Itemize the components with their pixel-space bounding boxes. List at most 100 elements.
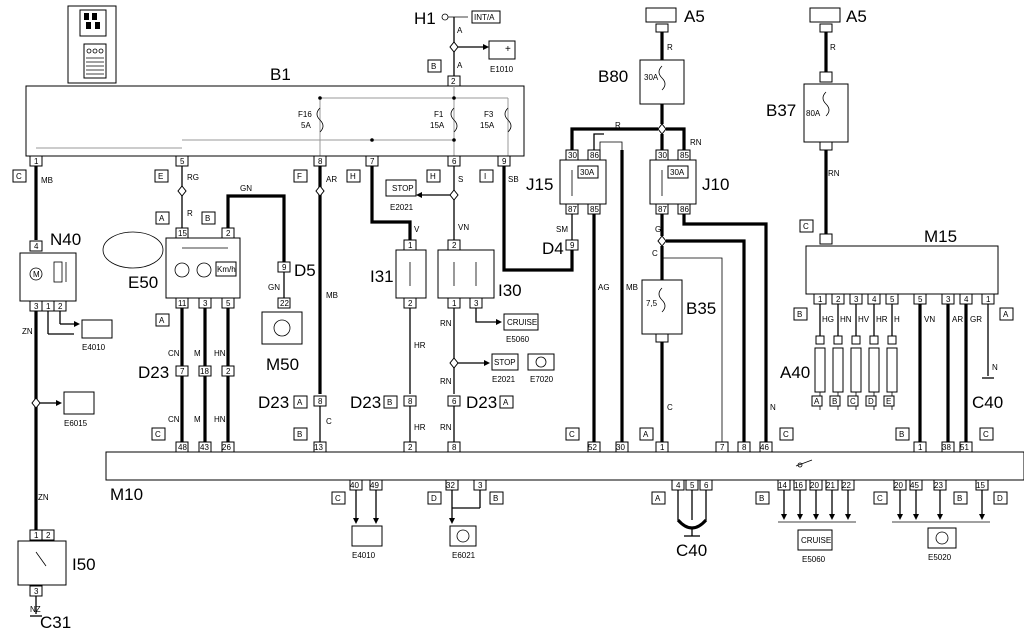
svg-text:RN: RN	[690, 138, 702, 147]
svg-text:5A: 5A	[301, 121, 311, 130]
svg-text:38: 38	[942, 443, 951, 452]
label-M10: M10	[110, 485, 143, 504]
svg-text:C: C	[652, 249, 658, 258]
svg-text:15: 15	[178, 229, 187, 238]
svg-text:R: R	[667, 43, 673, 52]
svg-text:30: 30	[658, 151, 667, 160]
svg-text:13: 13	[314, 443, 323, 452]
fuse-box-B1	[25, 85, 525, 157]
svg-text:C: C	[877, 494, 883, 503]
svg-text:9: 9	[570, 241, 575, 250]
svg-text:AR: AR	[952, 315, 963, 324]
svg-text:2: 2	[226, 367, 231, 376]
svg-text:30: 30	[616, 443, 625, 452]
H1-tag: INT/A	[474, 13, 495, 22]
svg-text:A: A	[159, 214, 165, 223]
svg-text:RN: RN	[440, 319, 452, 328]
svg-text:49: 49	[370, 481, 379, 490]
svg-text:A: A	[643, 430, 649, 439]
svg-text:2: 2	[836, 295, 841, 304]
svg-text:5: 5	[690, 481, 695, 490]
M15-pins: 1 2 3 4 5 5 3 4 1	[813, 293, 995, 305]
svg-text:85: 85	[680, 151, 689, 160]
fuse-F3	[504, 107, 512, 133]
svg-text:B: B	[899, 430, 904, 439]
svg-text:2: 2	[58, 302, 63, 311]
svg-text:1: 1	[452, 299, 457, 308]
svg-text:6: 6	[704, 481, 709, 490]
switch-I30	[437, 249, 495, 299]
svg-text:1: 1	[918, 443, 923, 452]
svg-text:E5020: E5020	[928, 553, 952, 562]
label-B1: B1	[270, 65, 291, 84]
svg-text:H: H	[894, 315, 900, 324]
svg-text:5: 5	[918, 295, 923, 304]
label-J15: J15	[526, 175, 553, 194]
svg-text:AR: AR	[326, 175, 337, 184]
svg-text:4: 4	[872, 295, 877, 304]
gauge-icon	[81, 319, 113, 339]
svg-text:15: 15	[976, 481, 985, 490]
svg-text:46: 46	[760, 443, 769, 452]
svg-text:2: 2	[46, 531, 51, 540]
svg-text:A: A	[814, 397, 820, 406]
cluster-thumbnail	[102, 231, 164, 269]
svg-text:HN: HN	[840, 315, 852, 324]
svg-text:F1: F1	[434, 110, 444, 119]
svg-text:MB: MB	[626, 283, 638, 292]
cruise-bus	[778, 490, 856, 523]
svg-text:C: C	[335, 494, 341, 503]
svg-text:1: 1	[660, 443, 665, 452]
svg-text:3: 3	[946, 295, 951, 304]
svg-text:23: 23	[934, 481, 943, 490]
svg-text:ZN: ZN	[38, 493, 49, 502]
svg-text:B: B	[493, 494, 498, 503]
svg-text:7: 7	[370, 157, 375, 166]
svg-text:B: B	[431, 62, 436, 71]
label-D23-b: D23	[258, 393, 289, 412]
svg-text:A: A	[1003, 310, 1009, 319]
svg-text:30: 30	[568, 151, 577, 160]
svg-text:I: I	[484, 172, 486, 181]
label-D23-d: D23	[466, 393, 497, 412]
svg-text:3: 3	[474, 299, 479, 308]
svg-text:N: N	[770, 403, 776, 412]
svg-text:85: 85	[590, 205, 599, 214]
svg-text:C: C	[850, 397, 856, 406]
svg-text:A: A	[457, 26, 463, 35]
svg-text:3: 3	[854, 295, 859, 304]
svg-text:9: 9	[502, 157, 507, 166]
label-C40-b: C40	[676, 541, 707, 560]
svg-text:7: 7	[180, 367, 185, 376]
svg-text:21: 21	[826, 481, 835, 490]
battery-plus-icon	[488, 40, 516, 60]
svg-text:80A: 80A	[806, 109, 821, 118]
svg-text:45: 45	[910, 481, 919, 490]
svg-text:5: 5	[180, 157, 185, 166]
svg-text:E: E	[158, 172, 163, 181]
svg-text:R: R	[615, 121, 621, 130]
label-I30: I30	[498, 281, 522, 300]
svg-text:C: C	[326, 417, 332, 426]
key-icon	[441, 13, 468, 21]
svg-text:N: N	[992, 363, 998, 372]
svg-text:C: C	[667, 403, 673, 412]
svg-text:4: 4	[34, 242, 39, 251]
brake-icon	[527, 353, 555, 371]
fuse-B80	[639, 59, 685, 105]
svg-text:E2021: E2021	[390, 203, 414, 212]
label-E50: E50	[128, 273, 158, 292]
svg-text:30A: 30A	[670, 168, 685, 177]
svg-text:87: 87	[568, 205, 577, 214]
svg-text:C: C	[783, 430, 789, 439]
label-I31: I31	[370, 267, 394, 286]
label-I50: I50	[72, 555, 96, 574]
svg-text:22: 22	[842, 481, 851, 490]
svg-text:F16: F16	[298, 110, 312, 119]
svg-text:E6021: E6021	[452, 551, 476, 560]
svg-text:VN: VN	[458, 223, 469, 232]
svg-text:M: M	[33, 270, 40, 279]
ecu-M10	[105, 451, 1024, 481]
svg-text:51: 51	[960, 443, 969, 452]
svg-text:STOP: STOP	[392, 184, 414, 193]
